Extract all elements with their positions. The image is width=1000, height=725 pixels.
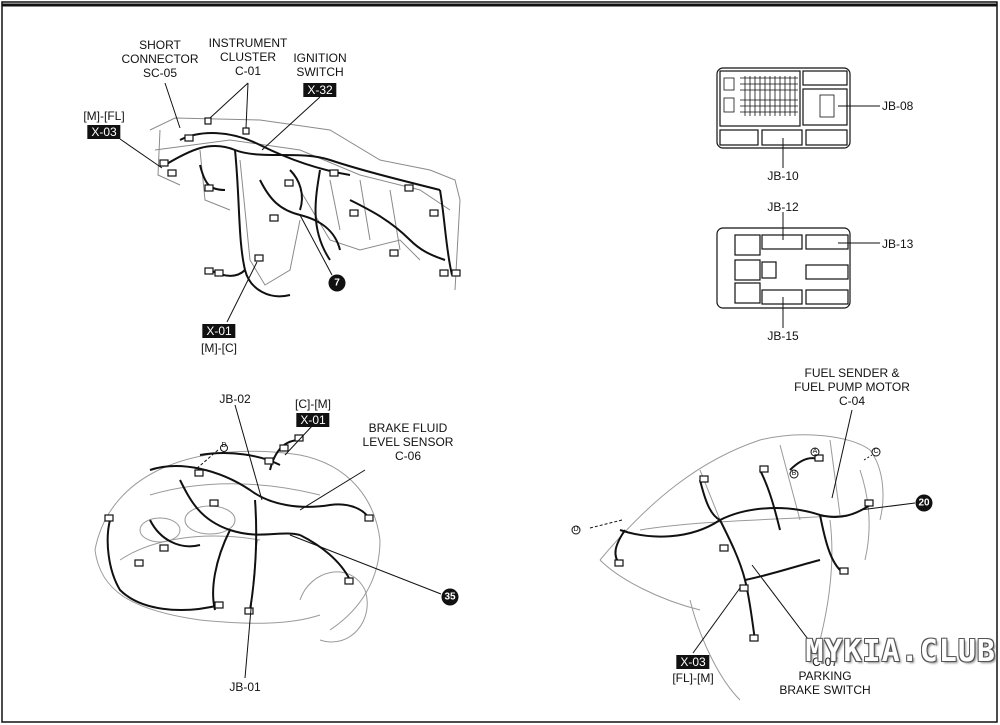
jb15-label: JB-15 — [767, 329, 799, 343]
jb02-label: JB-02 — [219, 392, 251, 406]
car-body-connectors — [614, 454, 874, 642]
m-fl-label: [M]-[FL] — [83, 109, 125, 123]
ref-letter-b: B — [791, 470, 797, 477]
site-watermark: MYKIA.CLUB — [805, 634, 996, 669]
car-body-leader-lines — [571, 409, 916, 656]
callout-20: 20 — [915, 494, 933, 512]
short-connector-label: SHORT CONNECTOR SC-05 — [121, 38, 199, 80]
callout-7: 7 — [328, 274, 346, 292]
ref-letter-d-body: D — [573, 526, 579, 533]
fl-m-label: [FL]-[M] — [672, 671, 714, 685]
jb01-label: JB-01 — [229, 680, 261, 694]
x01-tag: X-01 — [202, 324, 236, 338]
callout-35: 35 — [441, 588, 459, 606]
c-m-tag: X-01 — [296, 413, 330, 427]
jb12-label: JB-12 — [767, 200, 799, 214]
parking-brake-switch-label: C-07 PARKING BRAKE SWITCH — [779, 655, 871, 697]
engine-compartment-sketch — [94, 450, 381, 643]
c-m-label: [C]-[M] — [295, 397, 331, 411]
jb08-label: JB-08 — [882, 99, 914, 113]
car-body-wires — [614, 457, 871, 641]
jb13-label: JB-13 — [882, 237, 914, 251]
m-c-label: [M]-[C] — [201, 341, 237, 355]
ref-letter-a: A — [812, 448, 818, 455]
fuel-sender-label: FUEL SENDER & FUEL PUMP MOTOR C-04 — [794, 366, 910, 408]
brake-fluid-sensor-label: BRAKE FLUID LEVEL SENSOR C-06 — [362, 421, 454, 463]
dashboard-leader-lines — [119, 82, 333, 323]
m-fl-tag: X-03 — [87, 125, 121, 139]
dashboard-connectors — [159, 117, 461, 277]
ignition-switch-tag: X-32 — [303, 83, 337, 97]
junction-box-upper — [716, 67, 851, 149]
fl-m-tag: X-03 — [676, 655, 710, 669]
dashboard-harness-drawing — [149, 117, 461, 291]
engine-leader-lines — [194, 404, 442, 679]
engine-connectors — [104, 434, 374, 615]
junction-box-leaders — [782, 105, 880, 328]
ignition-switch-label: IGNITION SWITCH — [293, 51, 347, 79]
ref-letter-d-engine: D — [221, 442, 227, 449]
jb10-label: JB-10 — [767, 169, 799, 183]
ref-letter-c: C — [873, 448, 879, 455]
instrument-cluster-label: INSTRUMENT CLUSTER C-01 — [208, 36, 288, 78]
